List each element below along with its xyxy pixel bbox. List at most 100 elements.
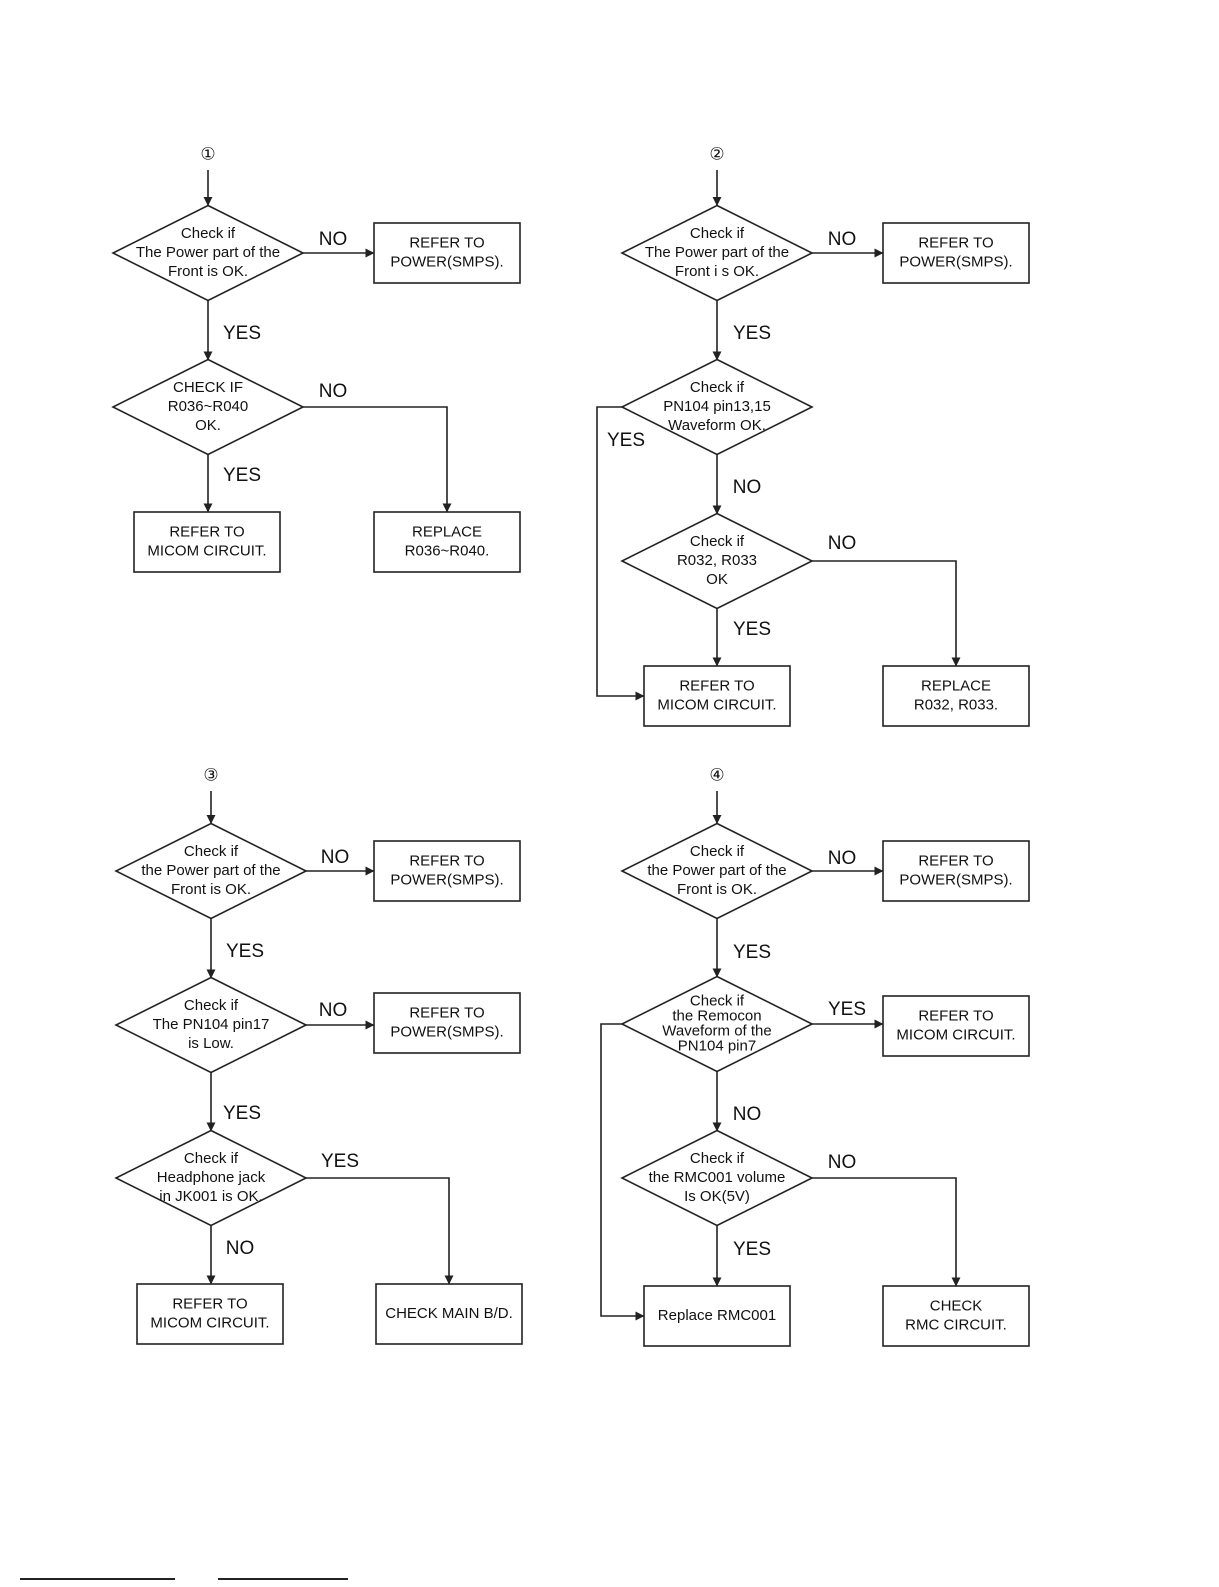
decision-diamond <box>111 204 305 302</box>
node-label-line: Check if <box>690 843 745 860</box>
flow-arrow <box>600 1023 645 1321</box>
edge-label: NO <box>733 1104 762 1125</box>
node-label-line: Check if <box>690 379 745 396</box>
node-label-line: Waveform of the <box>662 1022 771 1039</box>
process-rect <box>136 1283 284 1345</box>
edge-label: NO <box>828 533 857 554</box>
decision-diamond <box>620 358 814 456</box>
decision-diamond <box>620 822 814 920</box>
node-label-line: the Power part of the <box>647 862 786 879</box>
process-rect <box>882 222 1030 284</box>
decision-diamond <box>114 976 308 1074</box>
node-label-line: REPLACE <box>412 523 482 540</box>
node-label-line: PN104 pin7 <box>678 1037 756 1054</box>
node-label-line: Check if <box>184 843 239 860</box>
node-label-line: Check if <box>690 992 745 1009</box>
process-rect <box>882 665 1030 727</box>
node-label-line: PN104 pin13,15 <box>663 398 771 415</box>
process-box: REFER TO MICOM CIRCUIT. <box>136 1283 284 1345</box>
node-label-line: R036~R040. <box>405 542 490 559</box>
flowchart-start-marker: ② <box>709 144 724 163</box>
process-box: REFER TO MICOM CIRCUIT. <box>133 511 281 573</box>
process-rect <box>375 1283 523 1345</box>
edge-label: YES <box>733 1239 771 1260</box>
node-label-line: MICOM CIRCUIT. <box>657 696 776 713</box>
edge-label: YES <box>226 941 264 962</box>
flow-arrow <box>812 1177 961 1287</box>
node-label-line: REFER TO <box>918 852 993 869</box>
process-rect <box>882 840 1030 902</box>
process-rect <box>643 1285 791 1347</box>
process-box: REFER TO POWER(SMPS). <box>373 840 521 902</box>
node-label-line: REFER TO <box>918 234 993 251</box>
node-label-line: CHECK IF <box>173 379 243 396</box>
node-label-line: Check if <box>690 225 745 242</box>
node-label-line: Is OK(5V) <box>684 1188 750 1205</box>
node-label-line: Front is OK. <box>677 881 757 898</box>
node-label-line: CHECK MAIN B/D. <box>385 1305 513 1322</box>
node-label-line: RMC CIRCUIT. <box>905 1316 1007 1333</box>
node-label-line: R032, R033. <box>914 696 998 713</box>
node-label-line: OK <box>706 571 728 588</box>
node-label-line: The PN104 pin17 <box>153 1016 270 1033</box>
edge-label: YES <box>828 999 866 1020</box>
node-label-line: POWER(SMPS). <box>899 253 1012 270</box>
decision-diamond <box>114 822 308 920</box>
node-label-line: POWER(SMPS). <box>899 871 1012 888</box>
process-box: CHECK MAIN B/D. <box>375 1283 523 1345</box>
node-label-line: Check if <box>690 533 745 550</box>
page-footer-marks <box>20 1578 348 1580</box>
node-label-line: REPLACE <box>921 677 991 694</box>
process-rect <box>133 511 281 573</box>
decision-diamond <box>620 512 814 610</box>
node-label-line: MICOM CIRCUIT. <box>150 1314 269 1331</box>
node-label-line: is Low. <box>188 1035 234 1052</box>
node-label-line: Check if <box>184 997 239 1014</box>
node-label-line: in JK001 is OK. <box>159 1188 262 1205</box>
node-label-line: The Power part of the <box>645 244 789 261</box>
edge-label: NO <box>733 477 762 498</box>
node-label-line: REFER TO <box>169 523 244 540</box>
node-label-line: POWER(SMPS). <box>390 1023 503 1040</box>
node-label-line: MICOM CIRCUIT. <box>896 1026 1015 1043</box>
edge-label: YES <box>223 465 261 486</box>
process-rect <box>882 995 1030 1057</box>
edge-label: NO <box>321 847 350 868</box>
flow-arrow <box>303 406 452 513</box>
process-rect <box>882 1285 1030 1347</box>
node-label-line: REFER TO <box>918 1007 993 1024</box>
node-label-line: Headphone jack <box>157 1169 266 1186</box>
node-label-line: The Power part of the <box>136 244 280 261</box>
node-label-line: REFER TO <box>172 1295 247 1312</box>
edge-label: YES <box>223 323 261 344</box>
process-box: Replace RMC001 <box>643 1285 791 1347</box>
node-label-line: REFER TO <box>409 234 484 251</box>
node-label-line: MICOM CIRCUIT. <box>147 542 266 559</box>
edge-label: NO <box>319 229 348 250</box>
flow-arrow <box>812 560 961 667</box>
flow-arrow <box>596 406 645 701</box>
node-label-line: REFER TO <box>679 677 754 694</box>
node-label-line: the Remocon <box>672 1007 761 1024</box>
edge-label: YES <box>607 430 645 451</box>
node-label-line: OK. <box>195 417 221 434</box>
node-label-line: the RMC001 volume <box>649 1169 786 1186</box>
decision-diamond <box>111 358 305 456</box>
edge-label: NO <box>319 1000 348 1021</box>
node-label-line: POWER(SMPS). <box>390 871 503 888</box>
decision-diamond <box>620 1129 814 1227</box>
node-label-line: REFER TO <box>409 852 484 869</box>
node-label-line: Front is OK. <box>171 881 251 898</box>
node-label-line: Waveform OK. <box>668 417 766 434</box>
decision-diamond <box>620 204 814 302</box>
node-label-line: Check if <box>181 225 236 242</box>
